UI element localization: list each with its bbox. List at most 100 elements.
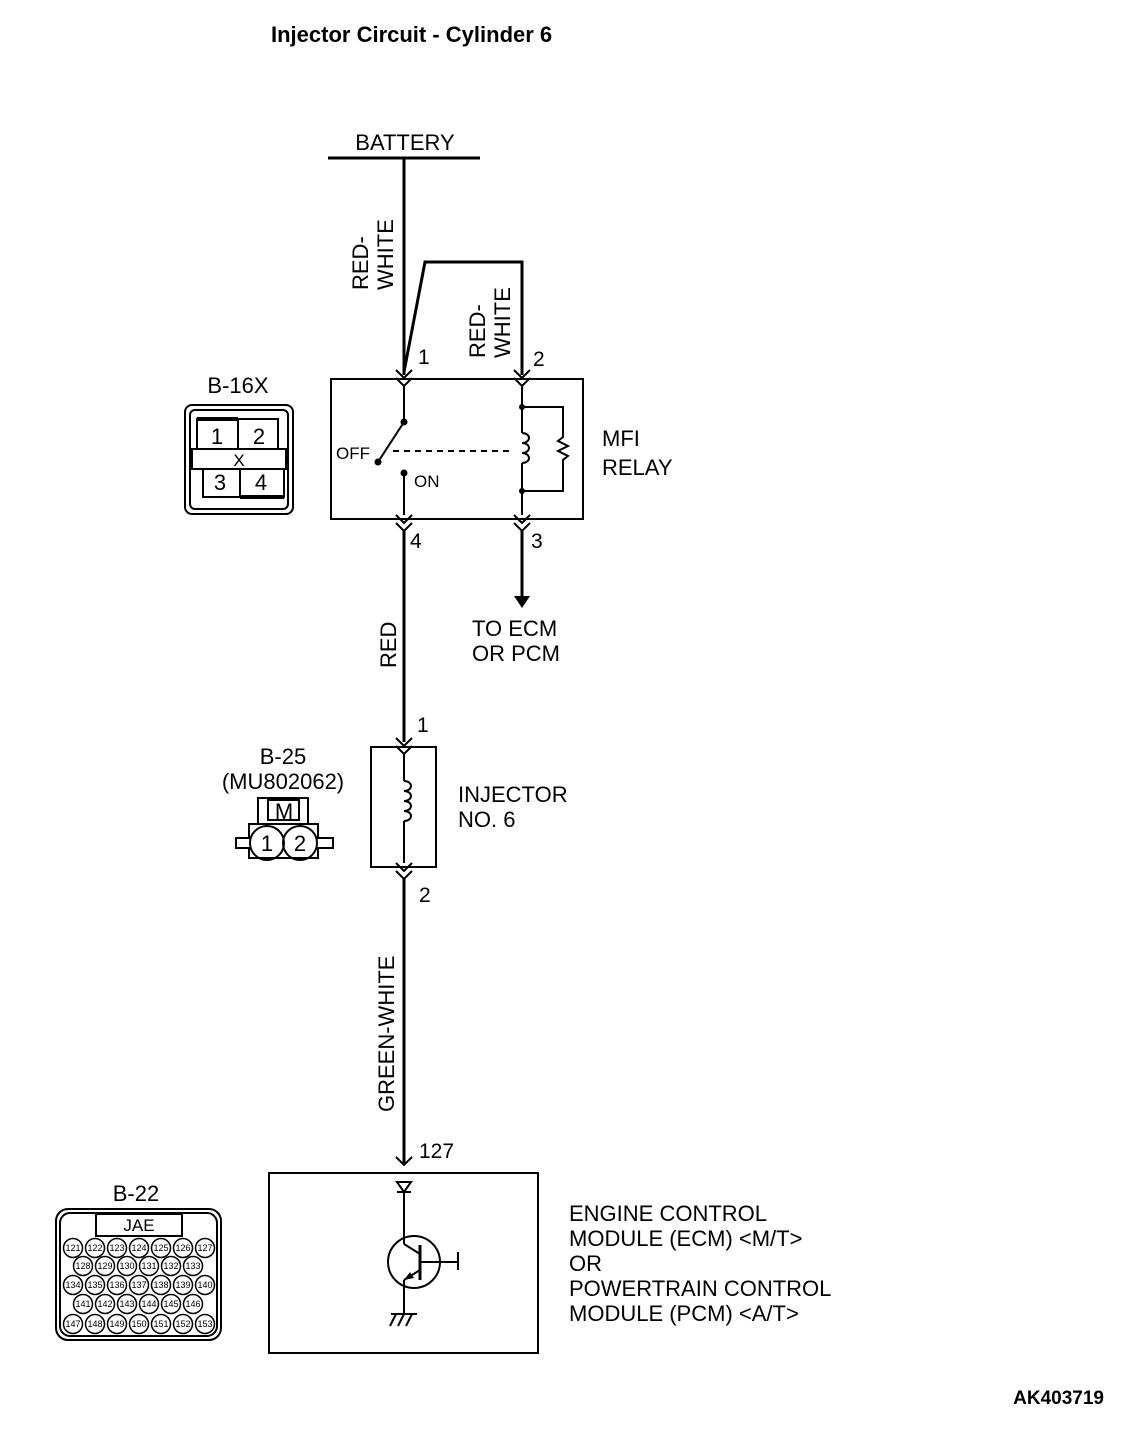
b22-pin-number: 146 [185,1299,200,1309]
b22-pin-circle [128,1237,150,1259]
diagram-title: Injector Circuit - Cylinder 6 [271,22,553,47]
wire-label-line: WHITE [373,219,398,290]
b22-pin-circle [138,1255,160,1277]
wire-label-line: WHITE [490,287,515,358]
b22-pin-number: 141 [75,1299,90,1309]
b25-cell-2: 2 [294,831,306,856]
b22-pin-circle [150,1274,172,1296]
b22-pin-number: 124 [131,1243,146,1253]
b22-pin-number: 144 [141,1299,156,1309]
b25-label: B-25 [260,744,306,769]
relay-pin3-connector [513,514,531,533]
ground-hatch [389,1313,397,1327]
b22-pin-circle [172,1313,194,1335]
relay-name-line: RELAY [602,455,673,480]
b22-pin-circle [172,1237,194,1259]
injector-name-line: INJECTOR [458,782,568,807]
b22-pin-number: 143 [119,1299,134,1309]
wire-color-label-red: RED [376,622,401,668]
injector-pin-1-label: 1 [417,714,429,737]
b22-pin-number: 125 [153,1243,168,1253]
b22-pin-circle [72,1293,94,1315]
b22-pin-circle [84,1313,106,1335]
b22-pin-circle [194,1313,216,1335]
ecm-name-line: OR [569,1251,602,1276]
b22-pin-number: 121 [65,1243,80,1253]
b25-connector-body [235,823,334,859]
b25-pin-circle [282,825,318,861]
ecm-name-line: ENGINE CONTROL [569,1201,767,1226]
b22-pin-circle [116,1255,138,1277]
b16x-cell-2: 2 [253,424,265,449]
figure-code: AK403719 [1013,1388,1104,1409]
b25-latch-inner [267,799,300,821]
b22-pin-number: 138 [153,1280,168,1290]
b22-pin-circle [72,1255,94,1277]
wire-color-label-red-white-2: RED- WHITE [465,287,515,358]
b22-pin-number: 128 [75,1261,90,1271]
b22-pin-number: 131 [141,1261,156,1271]
ground-hatch [397,1313,405,1327]
b22-pin-number: 126 [175,1243,190,1253]
injector-box [370,746,437,868]
injector-coil-icon [403,780,412,822]
b16x-cell-1: 1 [211,424,223,449]
ground-hatch [405,1313,413,1327]
relay-pin-2-label: 2 [533,348,545,371]
wire-color-label-red-white-1: RED- WHITE [348,219,398,290]
b22-mark-box [95,1213,183,1237]
b22-pin-circle [194,1274,216,1296]
b22-pin-number: 122 [87,1243,102,1253]
ecm-box [268,1172,539,1354]
ecm-name-line: MODULE (PCM) <A/T> [569,1301,799,1326]
b22-connector-outline [55,1208,222,1341]
b22-pin-circle [172,1274,194,1296]
b22-pin-number: 127 [197,1243,212,1253]
b22-pin-circle [84,1274,106,1296]
relay-pin-3-label: 3 [531,530,543,553]
wire-color-label-green-white: GREEN-WHITE [374,956,399,1112]
b16x-cell-4: 4 [255,470,267,495]
wire-label-line: RED- [348,236,373,290]
b25-part-number: (MU802062) [222,769,344,794]
b22-pin-circle [160,1293,182,1315]
b25-mark: M [275,799,293,824]
b22-pin-number: 149 [109,1319,124,1329]
switch-contact-off [374,458,382,466]
b22-pin-circle [84,1237,106,1259]
b22-pin-number: 132 [163,1261,178,1271]
b22-pin-number: 139 [175,1280,190,1290]
b25-cell-1: 1 [261,831,273,856]
b22-pin-circle [94,1293,116,1315]
relay-resistor-icon [522,406,571,492]
injector-name-line: NO. 6 [458,807,515,832]
ecm-pin-label: 127 [419,1140,454,1163]
relay-pin4-connector [395,514,413,533]
b22-pin-circle [106,1274,128,1296]
b22-mark: JAE [123,1216,154,1235]
b22-pin-number: 145 [163,1299,178,1309]
injector-name: INJECTOR NO. 6 [458,782,574,832]
b16x-connector-outline [184,404,294,515]
relay-name: MFI RELAY [602,426,673,480]
b22-pin-number: 134 [65,1280,80,1290]
wire-label-line: RED- [465,304,490,358]
switch-off-label: OFF [336,444,370,463]
injector-pin2-connector [395,862,413,881]
mfi-relay-box [330,378,584,520]
ecm-name: ENGINE CONTROL MODULE (ECM) <M/T> OR POW… [569,1201,837,1326]
b22-pin-circle [138,1293,160,1315]
b22-pin-number: 129 [97,1261,112,1271]
b22-pin-number: 148 [87,1319,102,1329]
b22-pin-number: 153 [197,1319,212,1329]
switch-blade [377,421,405,463]
battery-label: BATTERY [355,130,455,155]
arrow-down-icon [514,596,530,608]
b22-pin-circle [194,1237,216,1259]
b22-pin-number: 151 [153,1319,168,1329]
b22-pin-number: 136 [109,1280,124,1290]
b22-pin-number: 123 [109,1243,124,1253]
b22-pin-circle [150,1313,172,1335]
